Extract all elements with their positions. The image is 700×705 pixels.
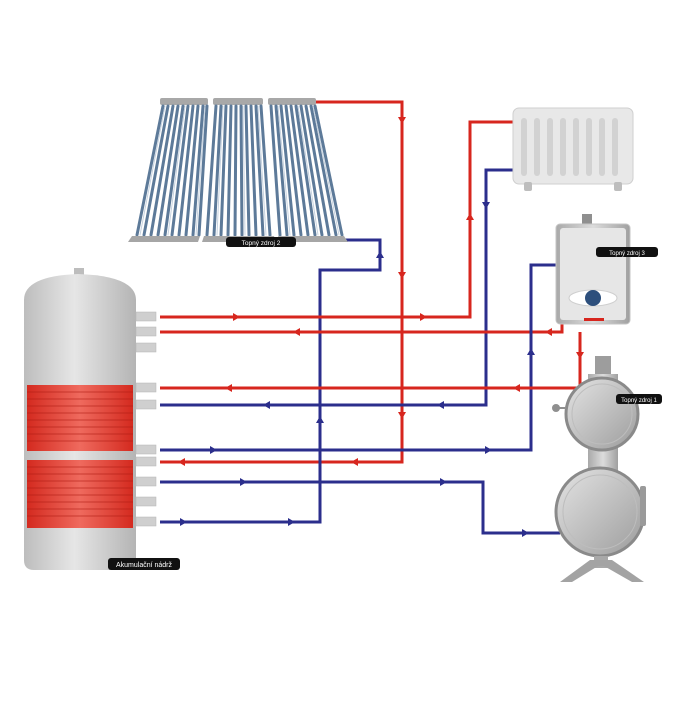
label-source2: Topný zdroj 2 (226, 237, 296, 247)
flow-arrow (233, 313, 240, 321)
flow-arrow (437, 401, 444, 409)
pipe-solar-hot (160, 100, 404, 464)
label-tank: Akumulační nádrž (108, 558, 180, 570)
flow-arrow (180, 518, 187, 526)
flow-arrow (376, 251, 384, 258)
flow-arrow (225, 384, 232, 392)
flow-arrow (485, 446, 492, 454)
solid-fuel-boiler-icon (552, 356, 646, 582)
flow-arrow (527, 348, 535, 355)
label-tank-text: Akumulační nádrž (116, 562, 173, 569)
label-source1-text: Topný zdroj 1 (621, 398, 657, 404)
label-source3-text: Topný zdroj 3 (609, 251, 645, 257)
flow-arrow (288, 518, 295, 526)
pipe-gas-boiler-hot (160, 324, 564, 334)
flow-arrow (263, 401, 270, 409)
gas-boiler-icon (555, 214, 631, 325)
radiator-icon (512, 107, 634, 191)
flow-arrow (398, 272, 406, 279)
pipe-gas-boiler-cold (160, 263, 556, 452)
pipe-solid-boiler-cold (160, 480, 560, 535)
flow-arrow (440, 478, 447, 486)
flow-arrow (178, 458, 185, 466)
storage-tank-icon (24, 268, 157, 570)
label-source2-text: Topný zdroj 2 (242, 240, 281, 247)
flow-arrow (576, 352, 584, 359)
solar-collector-icon (128, 98, 348, 242)
flow-arrow (398, 412, 406, 419)
flow-arrow (240, 478, 247, 486)
pipe-solid-boiler-hot (160, 332, 582, 390)
label-source3: Topný zdroj 3 (596, 247, 658, 257)
flow-arrow (522, 529, 529, 537)
flow-arrow (210, 446, 217, 454)
flow-arrow (482, 202, 490, 209)
flow-arrow (513, 384, 520, 392)
flow-arrow (466, 213, 474, 220)
flow-arrow (420, 313, 427, 321)
pipe-solar-cold (160, 238, 382, 524)
pipe-radiator-return (160, 168, 515, 407)
flow-arrow (316, 416, 324, 423)
flow-arrow (398, 117, 406, 124)
flow-arrow (545, 328, 552, 336)
flow-arrow (351, 458, 358, 466)
flow-arrow (293, 328, 300, 336)
label-source1: Topný zdroj 1 (616, 394, 662, 404)
